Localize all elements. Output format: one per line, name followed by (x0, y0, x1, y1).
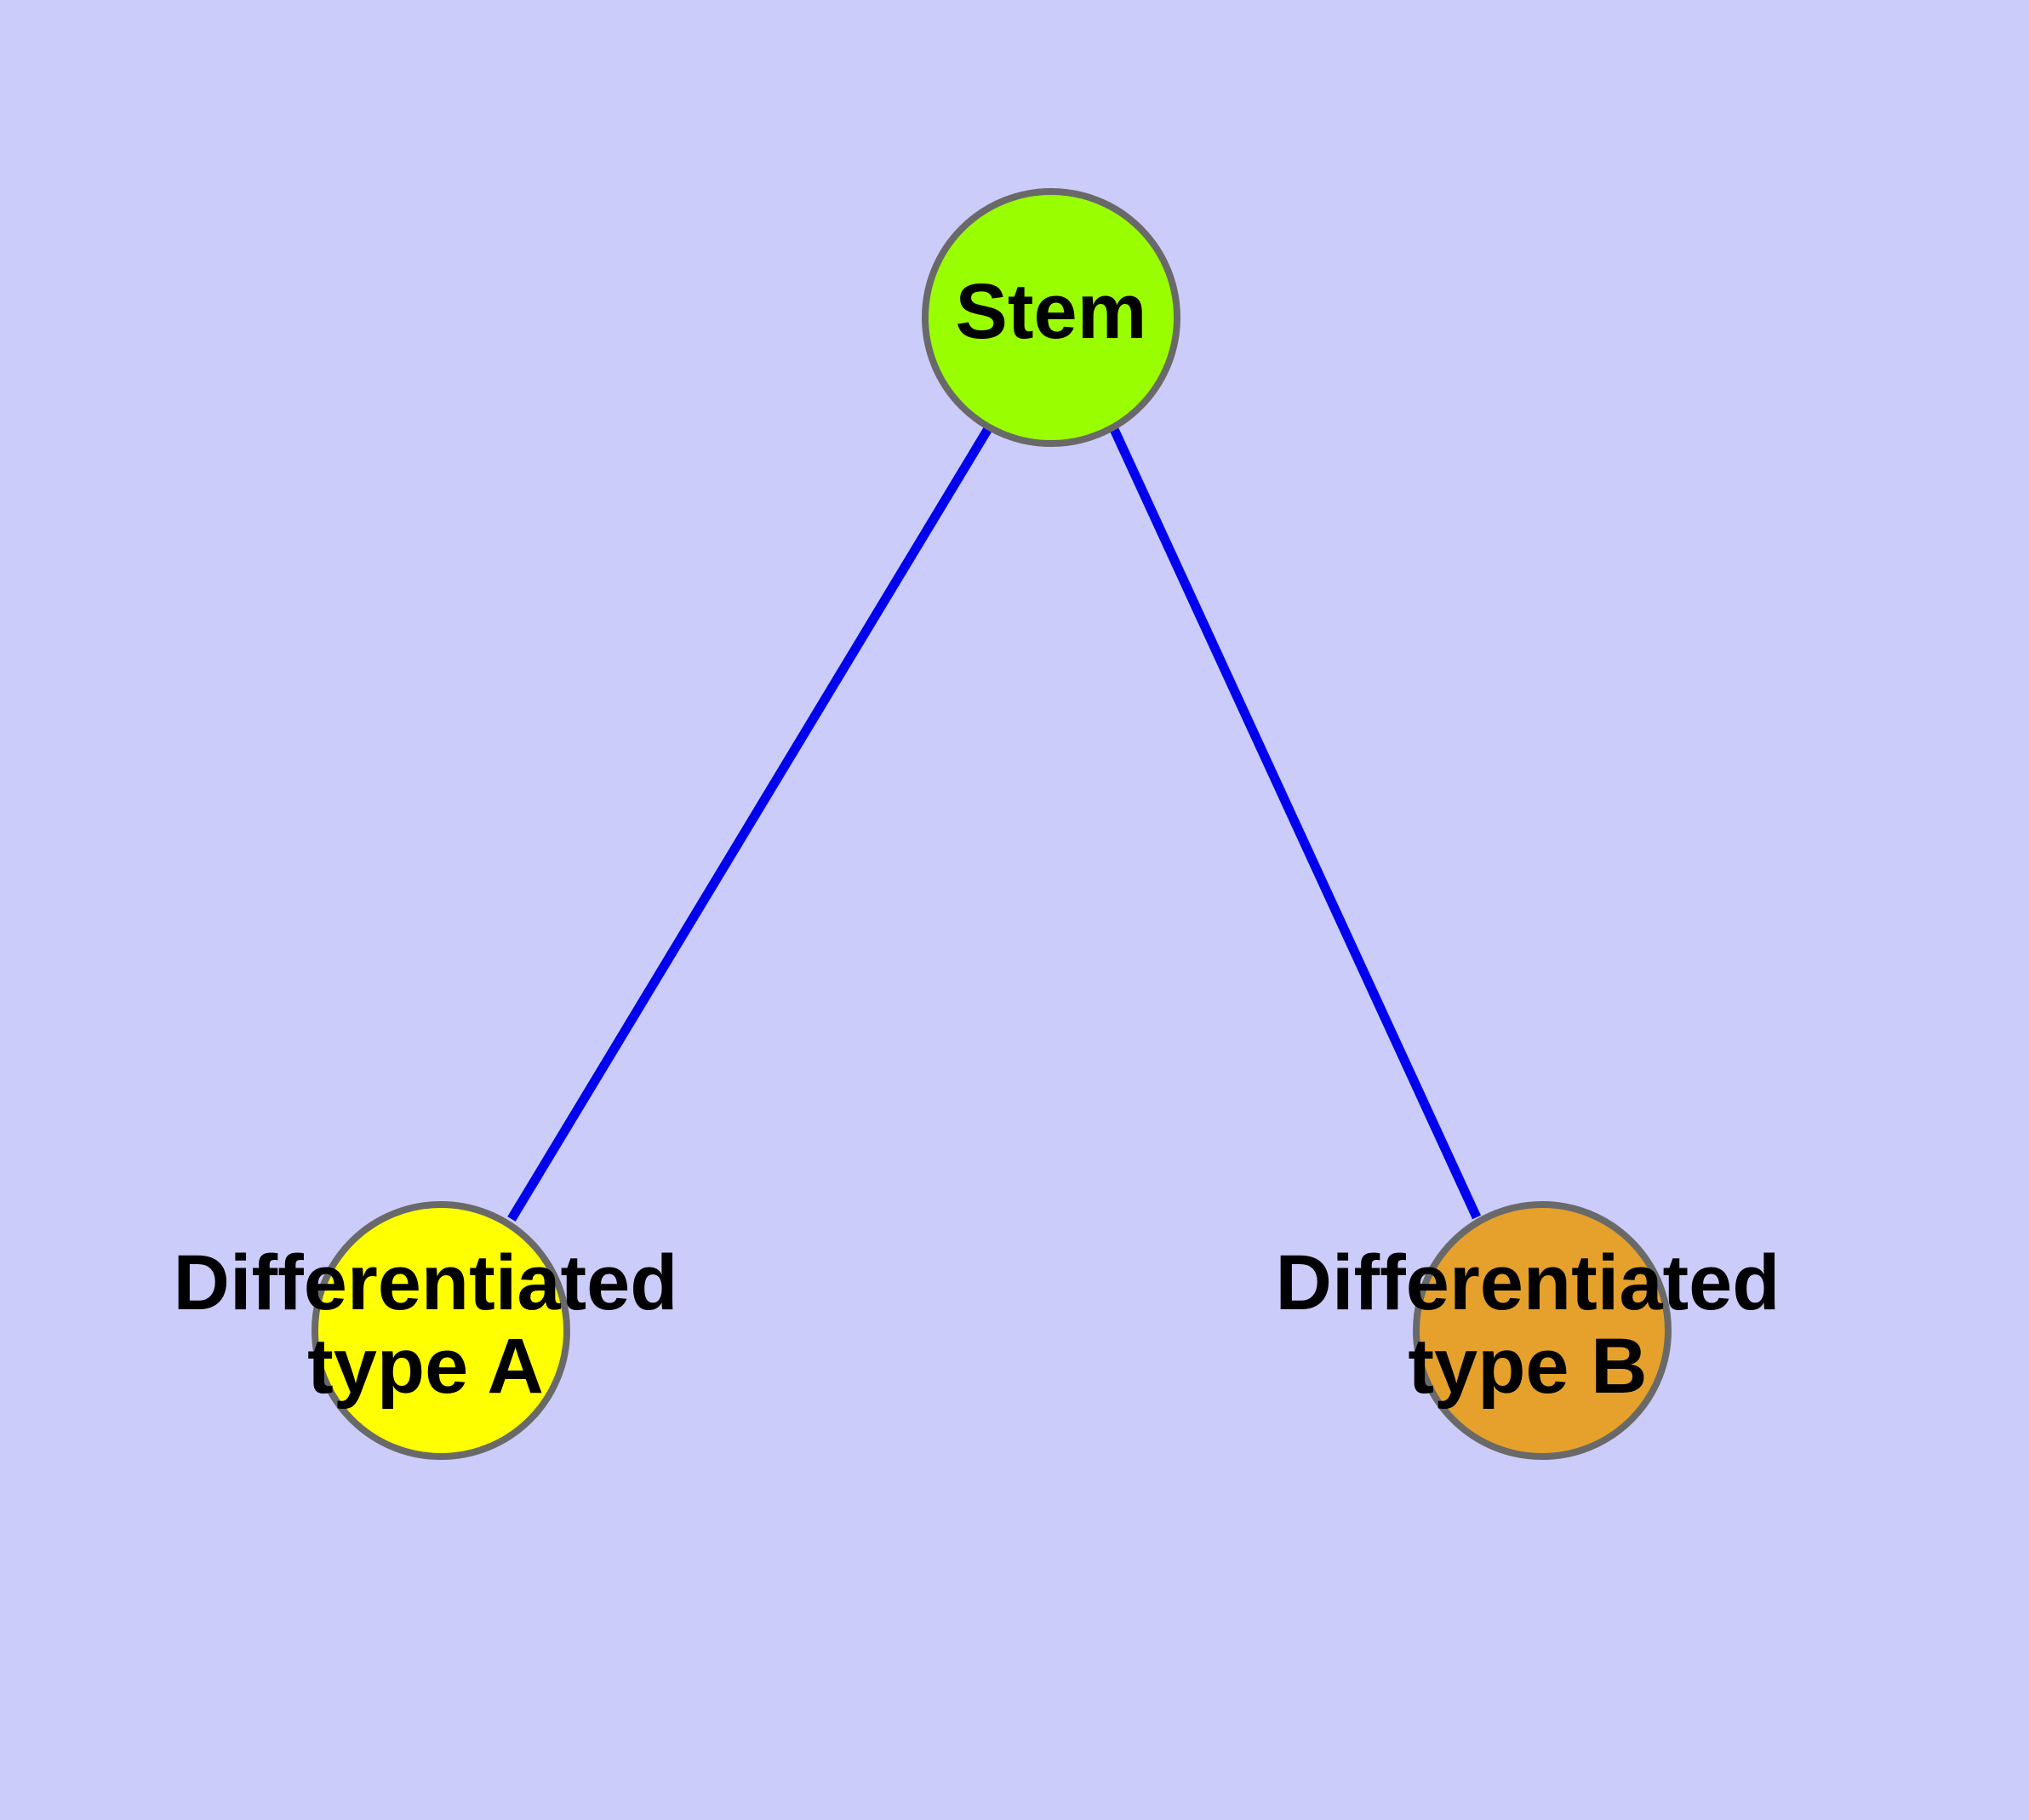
node-circle-diff_a[interactable] (311, 1201, 570, 1460)
edges-group (507, 425, 1481, 1222)
node-label-line: type B (1408, 1324, 1647, 1411)
edge-stem-to-diff-b[interactable] (1109, 425, 1481, 1220)
edge-stem-to-diff-a[interactable] (507, 425, 993, 1222)
node-label-line: type A (307, 1324, 544, 1411)
node-circle-stem[interactable] (922, 188, 1180, 447)
nodes-group (311, 188, 1672, 1460)
node-label-line: Differentiated (1276, 1239, 1780, 1326)
node-label-stem: Stem (956, 268, 1147, 355)
node-circle-diff_b[interactable] (1413, 1201, 1672, 1460)
node-label-line: Stem (956, 268, 1147, 355)
node-label-line: Differentiated (174, 1239, 678, 1326)
